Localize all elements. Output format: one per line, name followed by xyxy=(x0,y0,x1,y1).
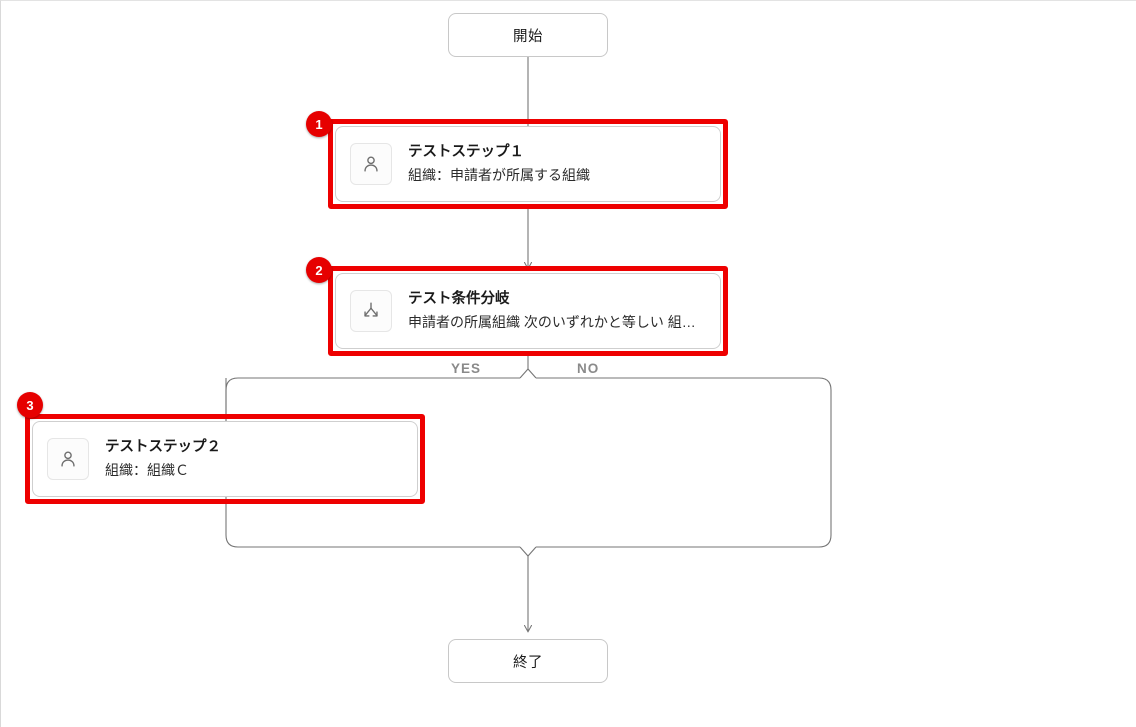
start-node-label: 開始 xyxy=(513,28,543,45)
step-card-2[interactable]: テスト条件分岐 申請者の所属組織 次のいずれかと等しい 組… xyxy=(335,273,721,349)
highlight-box-2 xyxy=(328,266,728,356)
branch-label-yes: YES xyxy=(445,361,488,376)
step-card-3[interactable]: テストステップ２ 組織：組織Ｃ xyxy=(32,421,418,497)
end-node[interactable]: 終了 xyxy=(448,639,608,683)
step-card-1-subtitle: 組織：申請者が所属する組織 xyxy=(408,166,590,183)
highlight-box-3 xyxy=(25,414,425,504)
annotation-badge-2: 2 xyxy=(306,257,332,283)
annotation-badge-3: 3 xyxy=(17,392,43,418)
branch-split-icon xyxy=(350,290,392,332)
end-node-label: 終了 xyxy=(513,654,543,671)
start-node[interactable]: 開始 xyxy=(448,13,608,57)
edge-no-branch xyxy=(536,377,832,548)
person-icon xyxy=(350,143,392,185)
annotation-badge-1: 1 xyxy=(306,111,332,137)
step-card-1-title: テストステップ１ xyxy=(408,144,524,161)
step-card-3-title: テストステップ２ xyxy=(105,439,221,456)
step-card-2-title: テスト条件分岐 xyxy=(408,291,510,308)
step-card-2-subtitle: 申請者の所属組織 次のいずれかと等しい 組… xyxy=(408,313,696,330)
edge-merge-vertex xyxy=(519,546,537,557)
step-card-1[interactable]: テストステップ１ 組織：申請者が所属する組織 xyxy=(335,126,721,202)
branch-label-no: NO xyxy=(571,361,606,376)
highlight-box-1 xyxy=(328,119,728,209)
step-card-3-subtitle: 組織：組織Ｃ xyxy=(105,461,189,478)
person-icon xyxy=(47,438,89,480)
edge-split-vertex xyxy=(519,368,537,379)
